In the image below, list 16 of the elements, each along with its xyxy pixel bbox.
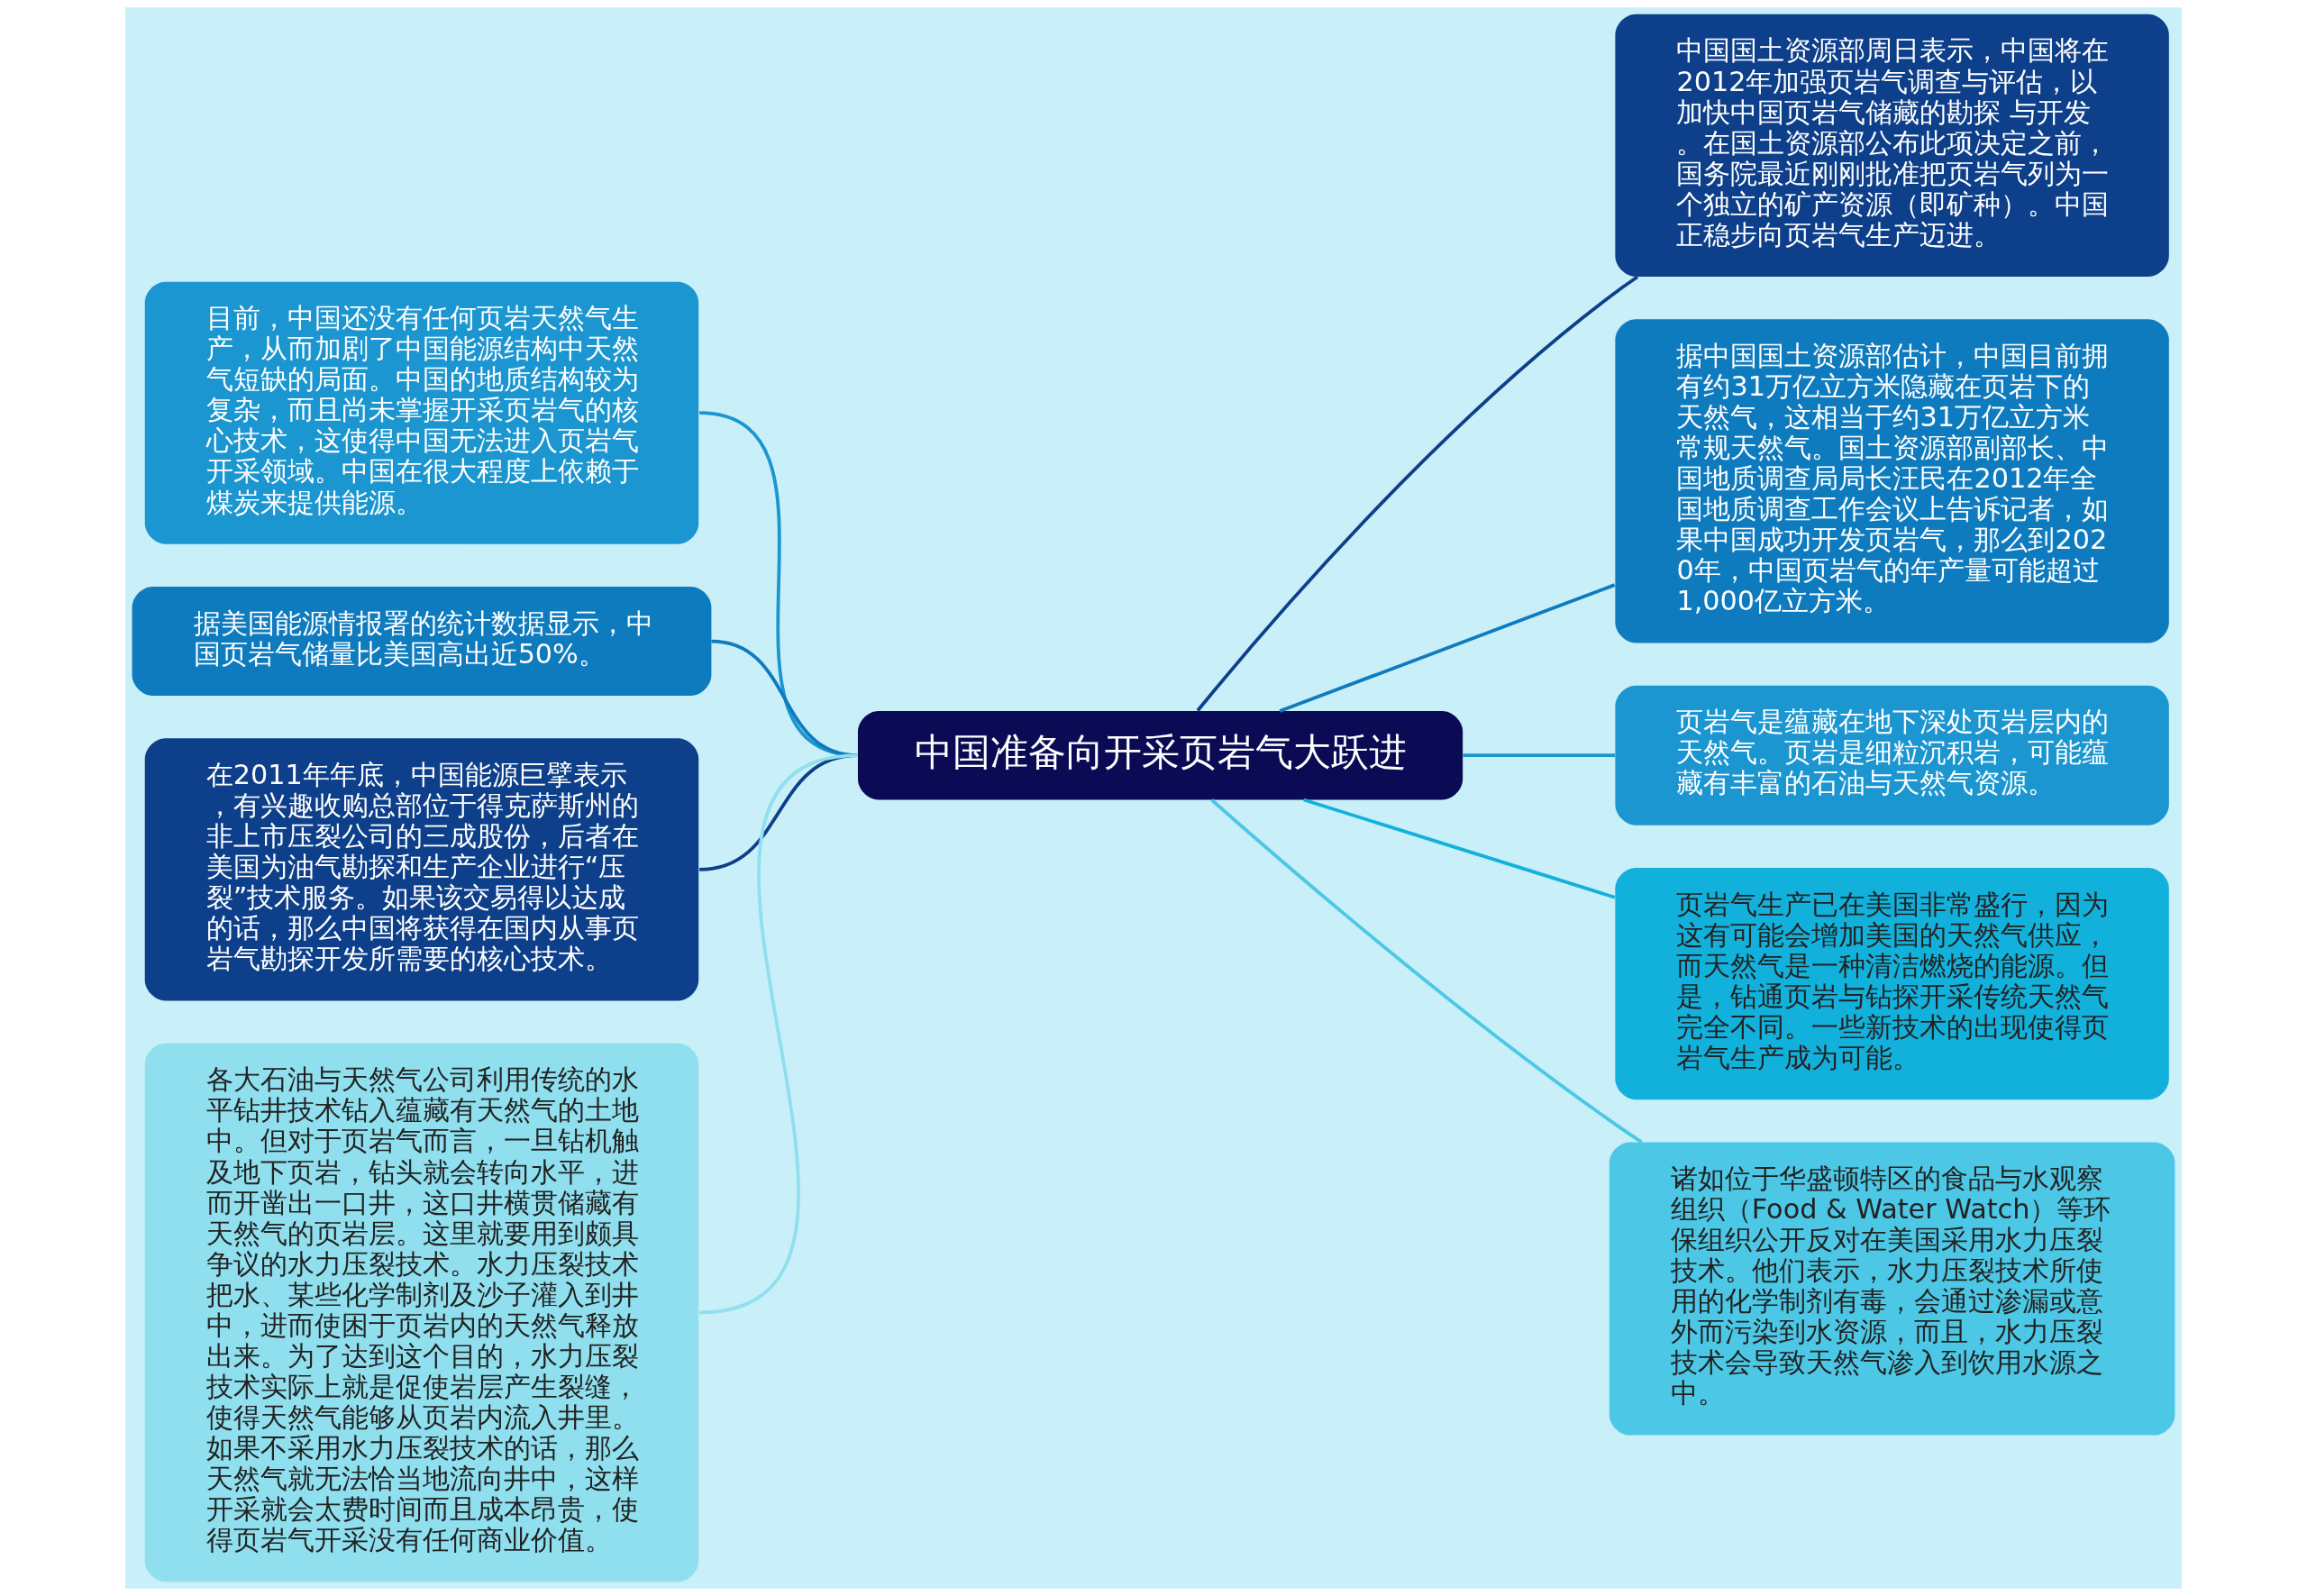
node-box: 各大石油与天然气公司利用传统的水平钻井技术钻入蕴藏有天然气的土地中。但对于页岩气而言，一旦钻机触及地下页岩，钻头就会转向水平，进而开凿出一口井，这口井横贯储藏有天然气的页岩层。这里就要用到颇具争议的水力压裂技术。水力压裂技术把水、某些化学制剂及沙子灌入到井中，进而使困于页岩内的天然气释放出来。为了达到这个目的，水力压裂技术实际上就是促使岩层产生裂缝，使得天然气能够从页岩内流入井里。如果不采用水力压裂技术的话，那么天然气就无法恰当地流向井中，这样开采就会太费时间而且成本昂贵，使得页岩气开采没有任何商业价值。 — [144, 1043, 699, 1582]
node-box: 目前，中国还没有任何页岩天然气生产，从而加剧了中国能源结构中天然气短缺的局面。中国的地质结构较为复杂，而且尚未掌握开采页岩气的核心技术，这使得中国无法进入页岩气开采领域。中国在很大程度上依赖于煤炭来提供能源。 — [144, 281, 699, 544]
connector — [698, 753, 859, 1315]
connector — [1210, 798, 1643, 1144]
connector — [1463, 753, 1616, 758]
node-box: 中国国土资源部周日表示，中国将在2012年加强页岩气调查与评估，以加快中国页岩气储藏的勘探 与开发。在国土资源部公布此项决定之前，国务院最近刚刚批准把页岩气列为一个独立的矿产资源（即矿种）。中国正稳步向页岩气生产迈进。 — [1615, 14, 2169, 277]
node-box: 诸如位于华盛顿特区的食品与水观察组织（Food & Water Watch）等环保组织公开反对在美国采用水力压裂技术。他们表示，水力压裂技术所使用的化学制剂有毒，会通过渗漏或意外而污染到水资源，而且，水力压裂技术会导致天然气渗入到饮用水源之中。 — [1609, 1142, 2175, 1436]
connector — [1303, 798, 1616, 899]
connector — [1279, 583, 1616, 713]
node-box: 中国准备向开采页岩气大跃进 — [857, 711, 1464, 800]
node-box: 在2011年年底，中国能源巨擘表示，有兴趣收购总部位于得克萨斯州的非上市压裂公司的三成股份，后者在美国为油气勘探和生产企业进行“压裂”技术服务。如果该交易得以达成的话，那么中国将获得在国内从事页岩气勘探开发所需要的核心技术。 — [144, 738, 699, 1001]
node-box: 据中国国土资源部估计，中国目前拥有约31万亿立方米隐藏在页岩下的天然气，这相当于约31万亿立方米常规天然气。国土资源部副部长、中国地质调查局局长汪民在2012年全国地质调查工作会议上告诉记者，如果中国成功开发页岩气，那么到2020年，中国页岩气的年产量可能超过1,000亿立方米。 — [1615, 319, 2169, 643]
node-box: 页岩气是蕴藏在地下深处页岩层内的天然气。页岩是细粒沉积岩，可能蕴藏有丰富的石油与天然气资源。 — [1615, 685, 2169, 825]
connector — [1196, 275, 1639, 712]
node-box: 据美国能源情报署的统计数据显示，中国页岩气储量比美国高出近50%。 — [132, 587, 712, 697]
node-box: 页岩气生产已在美国非常盛行，因为这有可能会增加美国的天然气供应，而天然气是一种清洁燃烧的能源。但是，钻通页岩与钻探开采传统天然气完全不同。一些新技术的出现使得页岩气生产成为可能。 — [1615, 868, 2169, 1100]
